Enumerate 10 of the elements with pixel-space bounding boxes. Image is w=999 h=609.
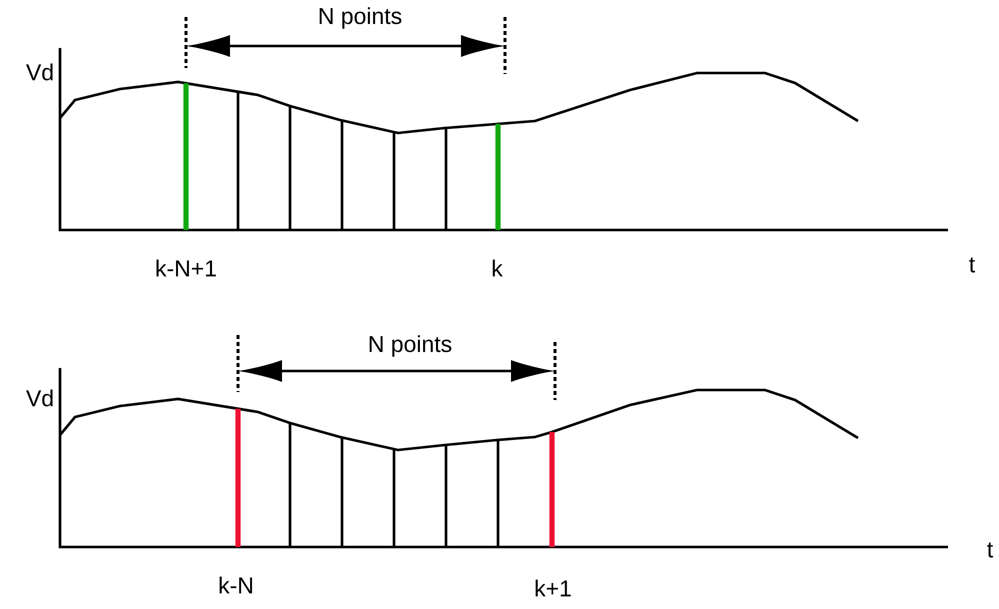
axis-label: Vd xyxy=(26,64,53,80)
dimension-label: N points xyxy=(320,7,402,29)
dimension-label: N points xyxy=(370,335,452,357)
tick-label: k+1 xyxy=(536,580,571,596)
axis-label: Vd xyxy=(26,390,53,406)
tick-label: k-N xyxy=(220,576,252,594)
tick-label: k xyxy=(492,260,503,276)
tick-label: k-N+1 xyxy=(156,260,216,276)
axis-label: t xyxy=(987,542,994,558)
axis-label: t xyxy=(969,257,976,273)
